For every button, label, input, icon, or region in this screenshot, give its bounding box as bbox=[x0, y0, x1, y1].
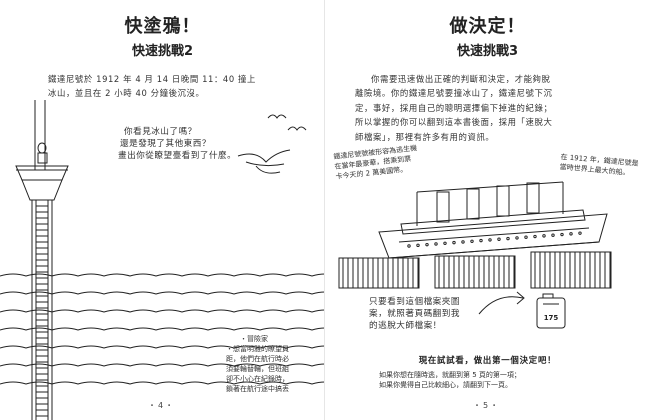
callout-text: 現在試試看，做出第一個決定吧！ bbox=[418, 355, 557, 365]
arrow-icon bbox=[478, 291, 525, 315]
intro-line: 所以掌握的你可以翻到這本書後面，採用「速脫大 bbox=[355, 117, 553, 128]
left-page: 快塗鴉！ 快速挑戰2 鐵達尼號於 1912 年 4 月 14 日晚間 11：40… bbox=[0, 16, 325, 420]
fact-line: ・冒險家 bbox=[240, 335, 268, 343]
footer-line: 如果你想在隨時逃，就翻到第 5 頁的第一項； bbox=[379, 371, 521, 379]
right-page-subtitle: 快速挑戰3 bbox=[456, 44, 519, 59]
intro-line: 你需要迅速做出正確的判斷和決定，才能夠脫 bbox=[371, 74, 551, 84]
speech-prompt: 你看見冰山了嗎？ 還是發現了其他東西？ 畫出你從瞭望臺看到了什麼。 bbox=[118, 126, 236, 162]
book-spine bbox=[324, 0, 325, 420]
speech-line: 你看見冰山了嗎？ bbox=[124, 127, 197, 137]
left-intro-text: 鐵達尼號於 1912 年 4 月 14 日晚間 11：40 撞上 冰山，並且在 … bbox=[48, 72, 310, 101]
intro-line: 鐵達尼號於 1912 年 4 月 14 日晚間 11：40 撞上 bbox=[48, 74, 256, 84]
fact-line: 鎖著在航行途中搞丟 bbox=[226, 385, 289, 393]
right-page: 做決定！ 快速挑戰3 你需要迅速做出正確的判斷和決定，才能夠脫 離險境。你的鐵達… bbox=[325, 0, 650, 420]
intro-line: 定，事好，採用自己的聰明選擇偏下掉進的紀錄； bbox=[355, 102, 553, 113]
intro-line: 離險境。你的鐵達尼號要撞冰山了，鐵達尼號下沉 bbox=[355, 88, 553, 99]
right-intro-text: 你需要迅速做出正確的判斷和決定，才能夠脫 離險境。你的鐵達尼號要撞冰山了，鐵達尼… bbox=[355, 72, 625, 144]
speech-line: 還是發現了其他東西？ bbox=[120, 139, 211, 149]
right-page-number: ・5・ bbox=[473, 401, 501, 410]
fact-line: 距，他們在航行時必 bbox=[226, 355, 289, 363]
left-page-title: 快塗鴉！ bbox=[124, 16, 201, 37]
fact-line: ・想當明雅的瞭望員 bbox=[226, 345, 289, 353]
left-page-subtitle: 快速挑戰2 bbox=[131, 44, 194, 59]
hint-line: 案，就照著頁碼翻到我 bbox=[369, 309, 460, 319]
file-page-number: 175 bbox=[543, 314, 559, 322]
fact-box: ・冒險家 ・想當明雅的瞭望員 距，他們在航行時必 須要輪替輪，但班組 卻不小心在… bbox=[226, 334, 289, 394]
folder-icon bbox=[536, 293, 566, 329]
seagull-illustration bbox=[237, 149, 291, 174]
fact-line: 須要輪替輪，但班組 bbox=[226, 365, 289, 373]
hint-line: 只要看到這個檔案夾圖 bbox=[369, 297, 460, 307]
speech-line: 畫出你從瞭望臺看到了什麼。 bbox=[118, 151, 237, 161]
hint-line: 的逃脫大師檔案！ bbox=[369, 321, 442, 331]
footer-instructions: 如果你想在隨時逃，就翻到第 5 頁的第一項； 如果你覺得自己比較細心，請翻到下一… bbox=[379, 370, 521, 390]
intro-line: 冰山，並且在 2 小時 40 分鐘後沉沒。 bbox=[48, 88, 205, 99]
left-page-number: ・4・ bbox=[148, 401, 176, 410]
fact-line: 卻不小心在紀錄時， bbox=[226, 375, 289, 383]
right-page-title: 做決定！ bbox=[449, 16, 526, 37]
footer-line: 如果你覺得自己比較細心，請翻到下一頁。 bbox=[379, 381, 512, 389]
titanic-ship-illustration bbox=[338, 181, 612, 289]
sea-waves bbox=[0, 273, 325, 385]
birds-illustration bbox=[267, 114, 307, 131]
intro-line: 師檔案」，那裡有許多有用的資訊。 bbox=[355, 131, 495, 142]
file-hint: 只要看到這個檔案夾圖 案，就照著頁碼翻到我 的逃脫大師檔案！ bbox=[369, 296, 460, 332]
